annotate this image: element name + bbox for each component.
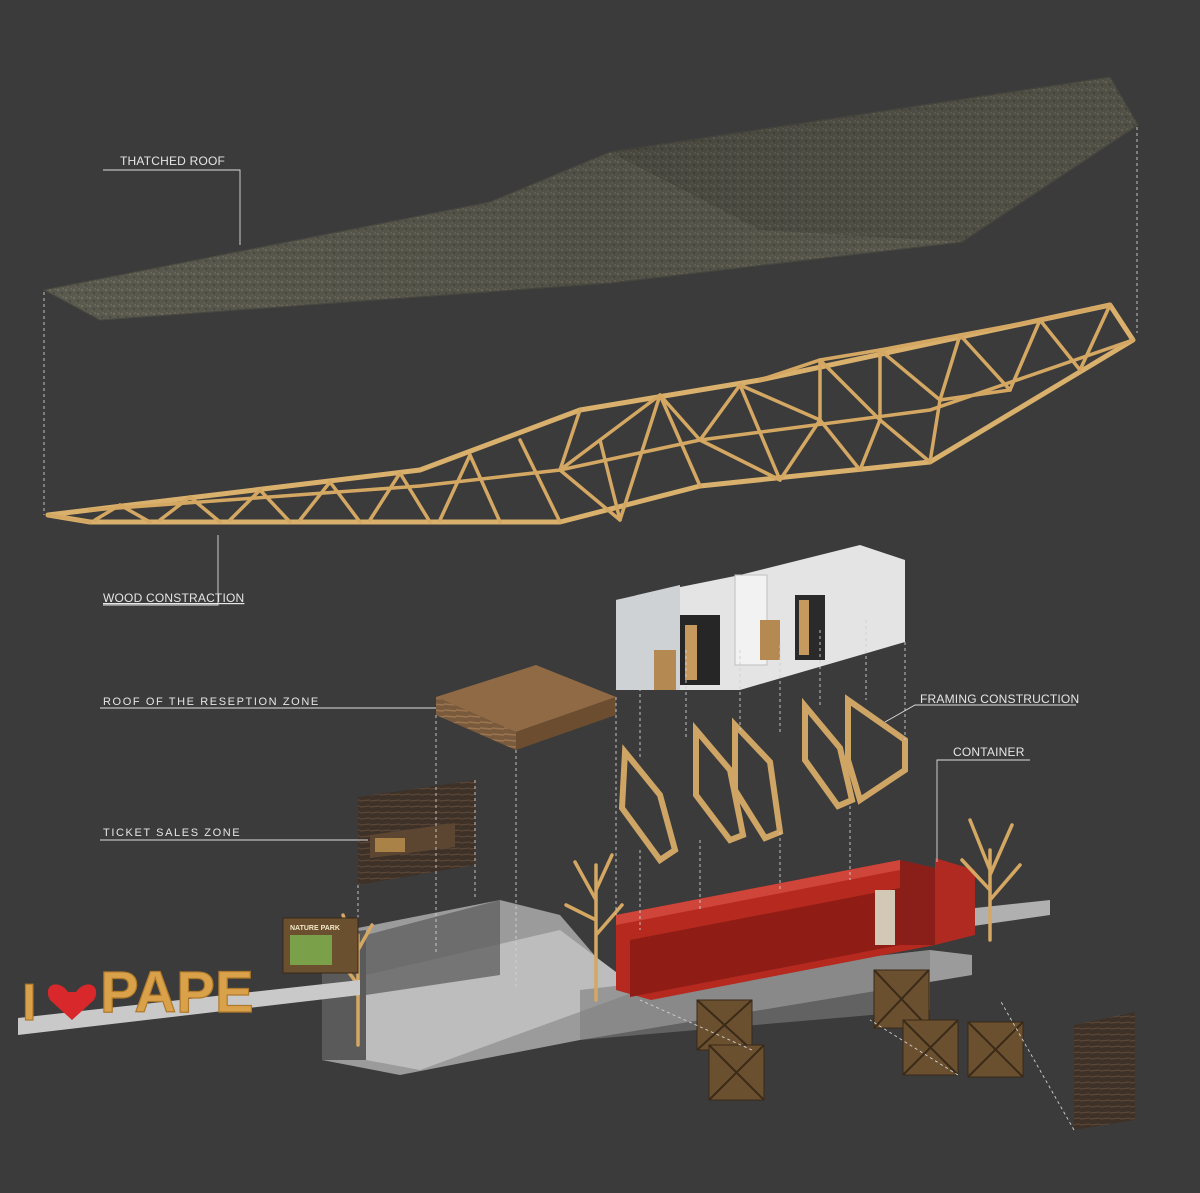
- framing-portals: [618, 694, 908, 865]
- label-framing-construction: FRAMING CONSTRUCTION: [920, 692, 1079, 706]
- thatched-roof: [42, 76, 1139, 321]
- reception-roof-block: [436, 665, 616, 750]
- label-wood-construction: WOOD CONSTRACTION: [103, 591, 244, 605]
- welcome-sign: I PAPE NATURE PARK: [18, 917, 360, 1035]
- sign-board-title: NATURE PARK: [290, 925, 340, 932]
- projection-lines: [43, 127, 1138, 1131]
- label-reception-roof: ROOF OF THE RESEPTION ZONE: [103, 696, 320, 708]
- container-interior-layout: [616, 545, 905, 690]
- wood-truss-construction: [45, 302, 1136, 525]
- label-thatched-roof: THATCHED ROOF: [120, 154, 225, 168]
- label-ticket-sales: TICKET SALES ZONE: [103, 827, 241, 839]
- sign-letter-i: I: [22, 974, 36, 1032]
- shipping-container: [616, 858, 975, 1000]
- heart-icon: [47, 984, 97, 1020]
- ticket-sales-booth: [358, 780, 475, 885]
- sign-word: PAPE: [100, 960, 254, 1025]
- wooden-doors: [696, 969, 1135, 1130]
- callouts: THATCHED ROOF WOOD CONSTRACTION ROOF OF …: [100, 154, 1079, 862]
- label-container: CONTAINER: [953, 745, 1025, 759]
